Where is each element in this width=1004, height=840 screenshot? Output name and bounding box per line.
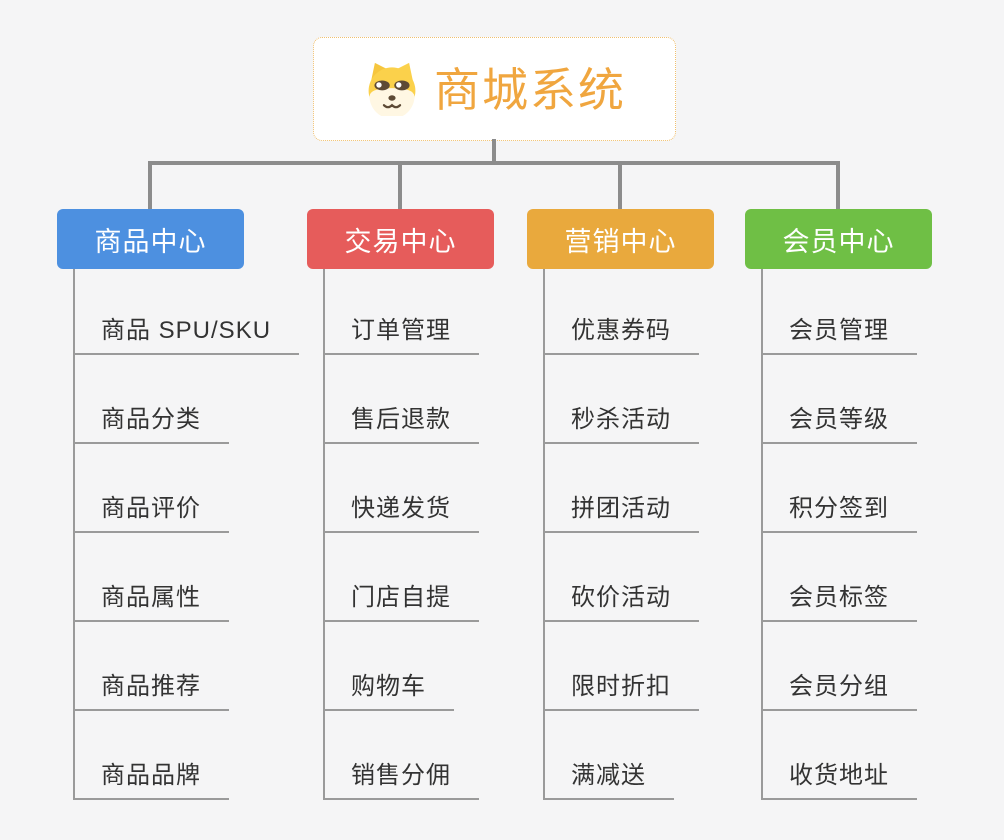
drop-line-member: [836, 163, 840, 209]
leaf-label[interactable]: 订单管理: [325, 317, 479, 355]
leaf-label[interactable]: 商品 SPU/SKU: [75, 317, 300, 355]
branch-trade-children: 订单管理 售后退款 快递发货 门店自提 购物车 销售分佣: [323, 269, 494, 800]
node-trade-center[interactable]: 交易中心: [307, 209, 494, 269]
leaf-node[interactable]: 满减送: [545, 711, 714, 800]
node-marketing-center[interactable]: 营销中心: [527, 209, 714, 269]
leaf-label[interactable]: 满减送: [545, 762, 674, 800]
leaf-label[interactable]: 商品评价: [75, 495, 229, 533]
leaf-node[interactable]: 秒杀活动: [545, 355, 714, 444]
leaf-node[interactable]: 优惠券码: [545, 269, 714, 355]
leaf-label[interactable]: 会员标签: [763, 584, 917, 622]
branch-product-center: 商品中心 商品 SPU/SKU 商品分类 商品评价 商品属性 商品推荐 商品品牌: [57, 209, 300, 800]
leaf-node[interactable]: 订单管理: [325, 269, 494, 355]
leaf-node[interactable]: 购物车: [325, 622, 494, 711]
branch-marketing-center: 营销中心 优惠券码 秒杀活动 拼团活动 砍价活动 限时折扣 满减送: [527, 209, 714, 800]
leaf-label[interactable]: 购物车: [325, 673, 454, 711]
branch-member-center: 会员中心 会员管理 会员等级 积分签到 会员标签 会员分组 收货地址: [745, 209, 932, 800]
leaf-label[interactable]: 限时折扣: [545, 673, 699, 711]
leaf-label[interactable]: 售后退款: [325, 406, 479, 444]
leaf-node[interactable]: 商品品牌: [75, 711, 244, 800]
leaf-node[interactable]: 快递发货: [325, 444, 494, 533]
leaf-label[interactable]: 商品分类: [75, 406, 229, 444]
root-title: 商城系统: [434, 64, 626, 116]
drop-line-marketing: [618, 163, 622, 209]
drop-line-product: [148, 163, 152, 209]
leaf-label[interactable]: 商品推荐: [75, 673, 229, 711]
leaf-node[interactable]: 会员分组: [763, 622, 932, 711]
branch-product-children: 商品 SPU/SKU 商品分类 商品评价 商品属性 商品推荐 商品品牌: [73, 269, 300, 800]
leaf-node[interactable]: 售后退款: [325, 355, 494, 444]
root-node-mall-system[interactable]: 商城系统: [313, 37, 676, 141]
leaf-node[interactable]: 限时折扣: [545, 622, 714, 711]
leaf-node[interactable]: 积分签到: [763, 444, 932, 533]
leaf-label[interactable]: 会员分组: [763, 673, 917, 711]
leaf-label[interactable]: 门店自提: [325, 584, 479, 622]
leaf-label[interactable]: 拼团活动: [545, 495, 699, 533]
branch-bus-line: [148, 161, 840, 165]
drop-line-trade: [398, 163, 402, 209]
leaf-node[interactable]: 拼团活动: [545, 444, 714, 533]
leaf-node[interactable]: 会员标签: [763, 533, 932, 622]
root-stem-line: [492, 139, 496, 163]
leaf-node[interactable]: 会员等级: [763, 355, 932, 444]
branch-marketing-children: 优惠券码 秒杀活动 拼团活动 砍价活动 限时折扣 满减送: [543, 269, 714, 800]
leaf-node[interactable]: 商品属性: [75, 533, 244, 622]
shiba-dog-icon: [363, 62, 421, 116]
leaf-node[interactable]: 商品分类: [75, 355, 244, 444]
leaf-label[interactable]: 秒杀活动: [545, 406, 699, 444]
leaf-label[interactable]: 积分签到: [763, 495, 917, 533]
branch-trade-center: 交易中心 订单管理 售后退款 快递发货 门店自提 购物车 销售分佣: [307, 209, 494, 800]
leaf-label[interactable]: 优惠券码: [545, 317, 699, 355]
leaf-label[interactable]: 收货地址: [763, 762, 917, 800]
leaf-node[interactable]: 砍价活动: [545, 533, 714, 622]
leaf-label[interactable]: 砍价活动: [545, 584, 699, 622]
node-member-center[interactable]: 会员中心: [745, 209, 932, 269]
branch-member-children: 会员管理 会员等级 积分签到 会员标签 会员分组 收货地址: [761, 269, 932, 800]
leaf-label[interactable]: 销售分佣: [325, 762, 479, 800]
leaf-node[interactable]: 门店自提: [325, 533, 494, 622]
leaf-label[interactable]: 商品属性: [75, 584, 229, 622]
node-product-center[interactable]: 商品中心: [57, 209, 244, 269]
leaf-node[interactable]: 收货地址: [763, 711, 932, 800]
leaf-node[interactable]: 销售分佣: [325, 711, 494, 800]
leaf-label[interactable]: 会员管理: [763, 317, 917, 355]
leaf-label[interactable]: 会员等级: [763, 406, 917, 444]
leaf-label[interactable]: 快递发货: [325, 495, 479, 533]
leaf-node[interactable]: 商品评价: [75, 444, 244, 533]
leaf-node[interactable]: 商品 SPU/SKU: [75, 269, 300, 355]
leaf-node[interactable]: 商品推荐: [75, 622, 244, 711]
leaf-node[interactable]: 会员管理: [763, 269, 932, 355]
leaf-label[interactable]: 商品品牌: [75, 762, 229, 800]
